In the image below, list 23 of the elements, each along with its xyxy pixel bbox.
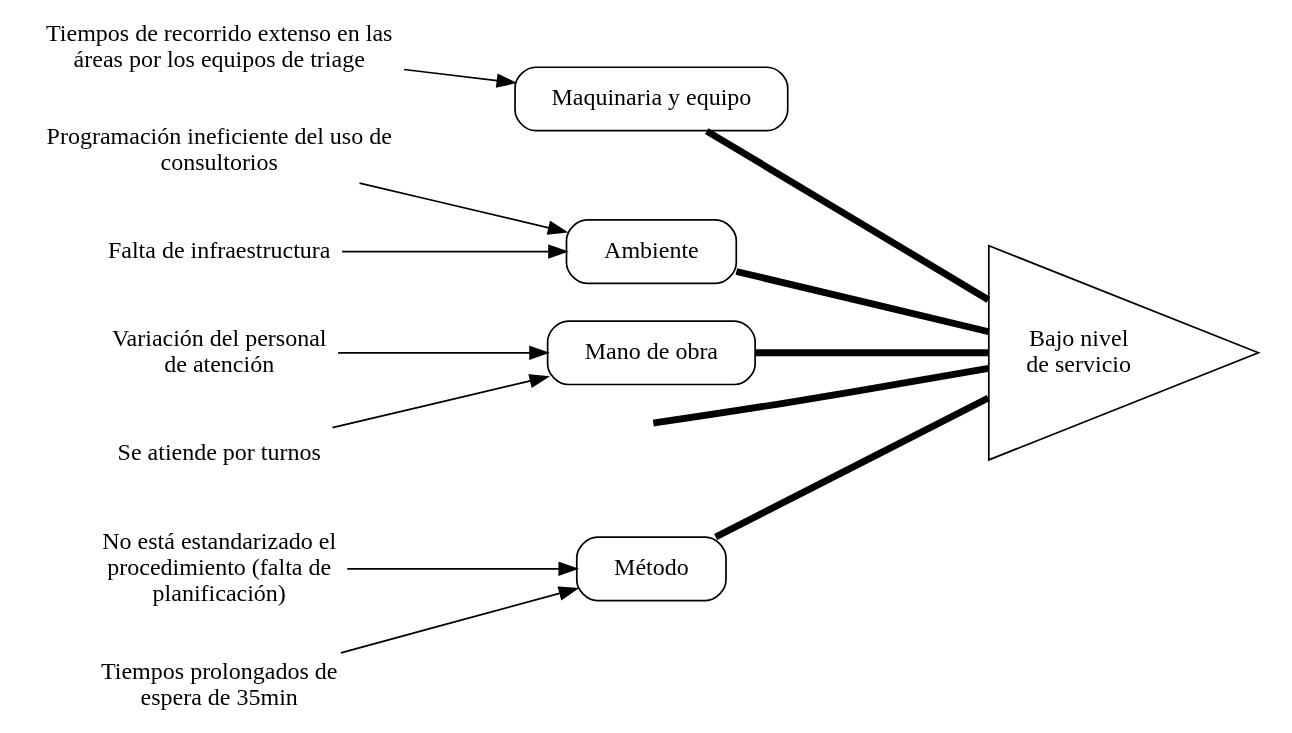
node-text: Falta de infraestructura: [107, 236, 330, 263]
node-text: Tiempos de recorrido extenso en las áreas por los equipos de triage: [45, 20, 392, 72]
connector: [704, 128, 990, 303]
node-text: Tiempos prolongados de espera de 35min: [100, 657, 337, 710]
node-box: Maquinaria y equipo: [513, 66, 789, 132]
node-box: Método: [575, 536, 727, 602]
arrow: [345, 561, 579, 577]
arrow: [358, 182, 568, 235]
node-text: Variación del personal de atención: [111, 325, 327, 377]
arrow: [336, 345, 550, 360]
arrow: [340, 244, 569, 259]
connector: [652, 365, 989, 427]
node-text: No está estandarizado el procedimiento (falta de planificación): [101, 528, 336, 606]
arrow: [339, 586, 579, 654]
connector: [713, 394, 990, 541]
node-box: Mano de obra: [546, 320, 756, 386]
node-text: Programación ineficiente del uso de consultorios: [46, 122, 392, 175]
arrow: [331, 374, 550, 429]
connector: [735, 268, 990, 336]
arrow: [402, 68, 517, 88]
node-box: Ambiente: [565, 219, 737, 285]
node-text: Se atiende por turnos: [117, 439, 321, 466]
connector: [754, 349, 989, 357]
